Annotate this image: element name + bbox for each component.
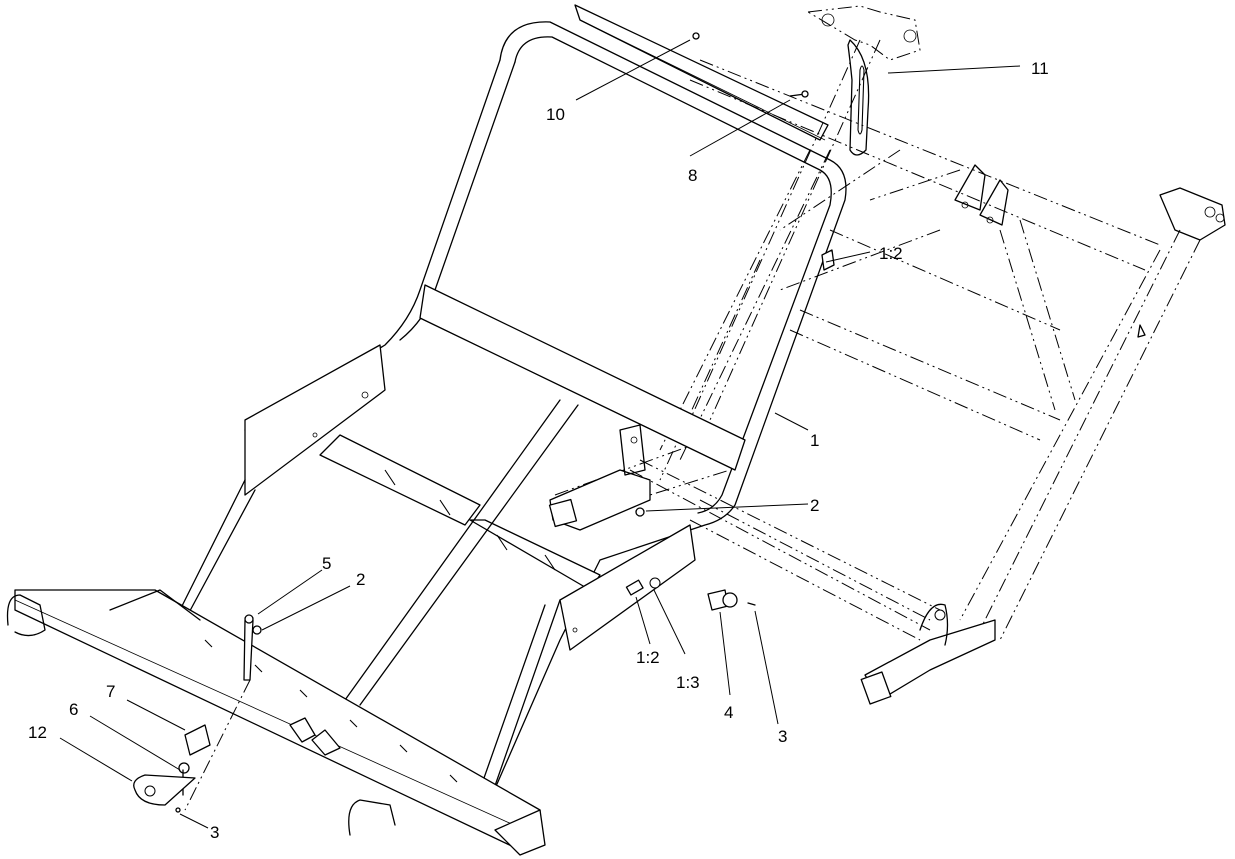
- callout-11: 11: [1031, 59, 1049, 78]
- main-frame-item-1: [174, 4, 847, 801]
- callout-1-2-bottom: 1:2: [636, 648, 660, 667]
- callout-3-bottom: 3: [210, 823, 219, 842]
- callout-8: 8: [688, 166, 697, 185]
- callout-4: 4: [724, 703, 733, 722]
- callout-3-right: 3: [778, 727, 787, 746]
- front-bumper-plate: [6, 589, 546, 856]
- callout-6: 6: [69, 700, 78, 719]
- callout-1-2-top: 1:2: [879, 244, 903, 263]
- callout-12: 12: [28, 723, 47, 742]
- callout-7: 7: [106, 682, 115, 701]
- callout-labels: 10 8 11 1:2 1 2 5 2 1:2 1:3 4 3 7 6 12 3: [28, 59, 1049, 842]
- leader-lines: [59, 39, 1021, 829]
- callout-5: 5: [322, 554, 331, 573]
- callout-2-left: 2: [356, 570, 365, 589]
- hardware-items: [133, 32, 1146, 813]
- callout-10: 10: [546, 105, 565, 124]
- callout-1: 1: [810, 431, 819, 450]
- callout-2-center: 2: [810, 496, 819, 515]
- phantom-brackets: [548, 5, 1226, 705]
- callout-1-3: 1:3: [676, 673, 700, 692]
